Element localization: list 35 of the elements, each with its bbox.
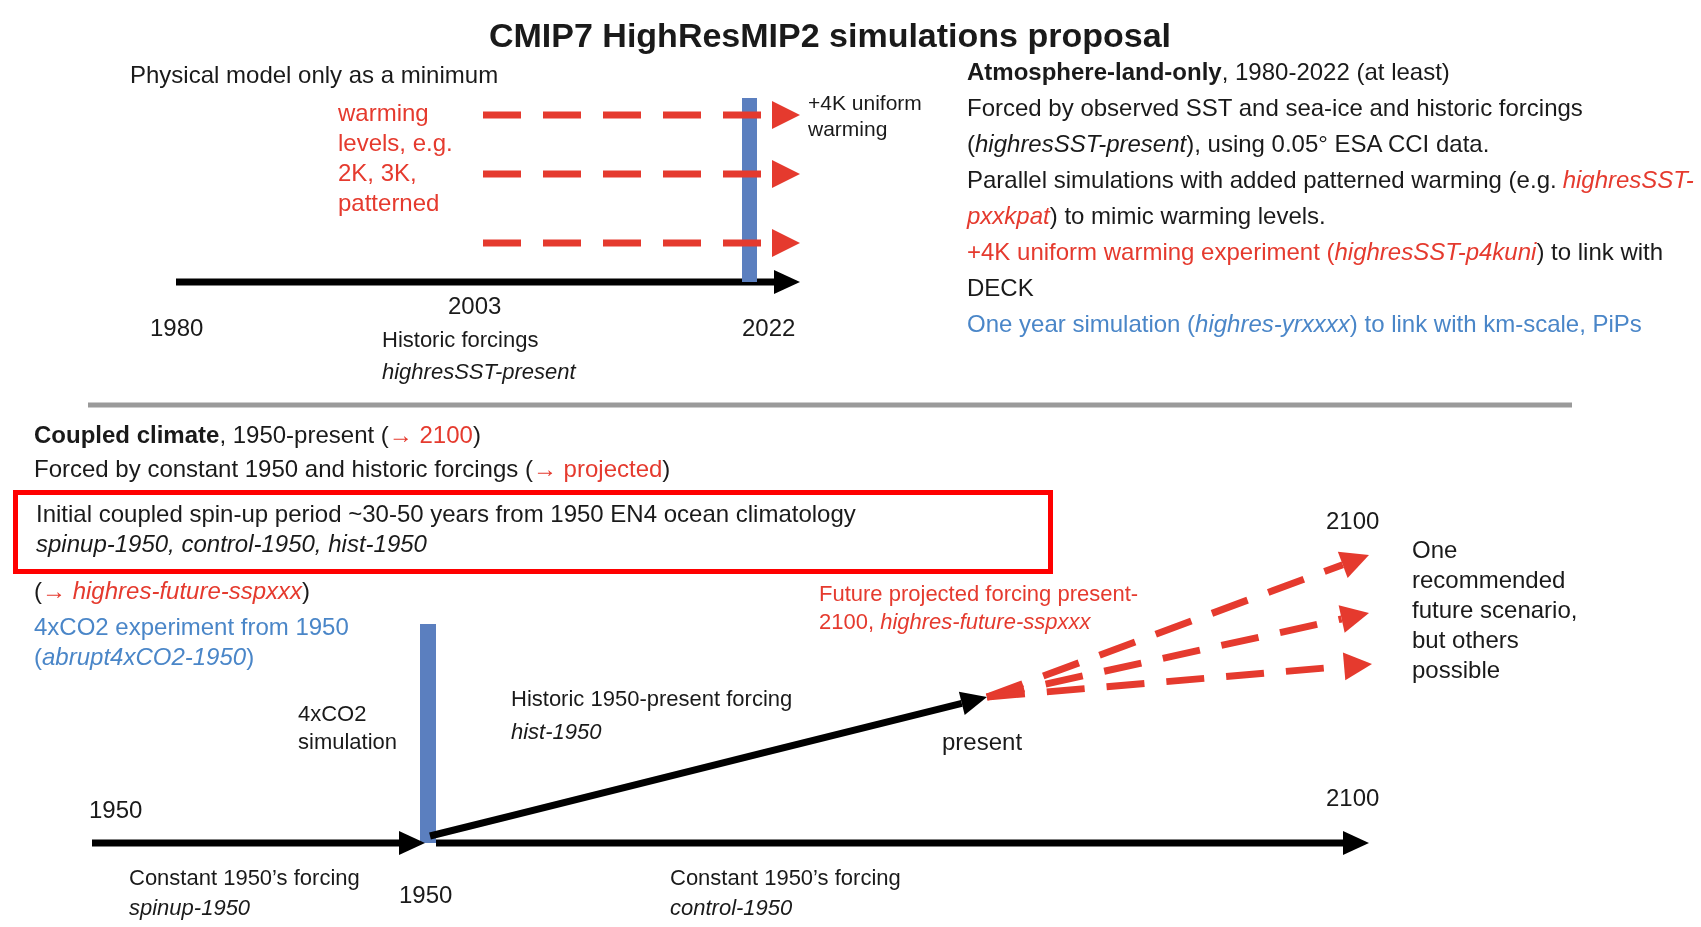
heading-text: Physical model only as a minimum [130,60,499,90]
experiment-name: spinup-1950 [129,894,251,922]
year-label: 2100 [1326,506,1380,536]
title: CMIP7 HighResMIP2 simulations proposal [488,15,1172,56]
year-label: 2022 [742,313,796,343]
description-text: Initial coupled spin-up period ~30-50 years from 1950 EN4 ocean climatology [36,499,857,529]
highlight-box [13,490,1053,574]
timeline-label: Historic 1950-present forcing [511,685,793,713]
section-heading: Coupled climate, 1950-present (→ 2100) [34,420,481,450]
experiment-name: highresSST-present [382,358,576,386]
forcing-note: Future projected forcing present-2100, highres-future-sspxxx [819,580,1140,635]
year-label: 1980 [150,313,204,343]
experiment-name: hist-1950 [511,718,602,746]
year-label: 2100 [1326,783,1380,813]
timeline-label: Constant 1950’s forcing [129,864,360,892]
experiment-text: (→ highres-future-sspxxx) [34,576,311,606]
year-label: 1950 [89,795,143,825]
description-text: Forced by observed SST and sea-ice and historic forcings (highresSST-present), using 0.05° ESA CCI data. [967,93,1584,159]
year-label: 2003 [448,291,502,321]
timeline-label: Constant 1950’s forcing [670,864,901,892]
year-label: 1950 [399,880,453,910]
experiment-name: control-1950 [670,894,793,922]
timeline-label: present [942,727,1023,757]
arrow-label: +4K uniform warming [808,90,923,143]
warming-levels-text: warming levels, e.g. 2K, 3K, patterned [338,98,454,218]
experiment-names: spinup-1950, control-1950, hist-1950 [36,529,428,559]
section-heading: Atmosphere-land-only, 1980-2022 (at least) [967,57,1451,87]
experiment-text: 4xCO2 experiment from 1950 (abrupt4xCO2-1950) [34,612,350,672]
experiment-text: +4K uniform warming experiment (highresSST-p4kuni) to link with DECK [967,237,1665,303]
description-text: Forced by constant 1950 and historic forcings (→ projected) [34,454,671,484]
description-text: Parallel simulations with added patterned warming (e.g. highresSST-pxxkpat) to mimic warming levels. [967,165,1695,231]
experiment-text: One year simulation (highres-yrxxxx) to link with km-scale, PiPs [967,309,1643,339]
bar-label: 4xCO2 simulation [298,700,399,755]
scenario-note: One recommended future scenario, but others possible [1412,535,1579,685]
timeline-label: Historic forcings [382,326,539,354]
